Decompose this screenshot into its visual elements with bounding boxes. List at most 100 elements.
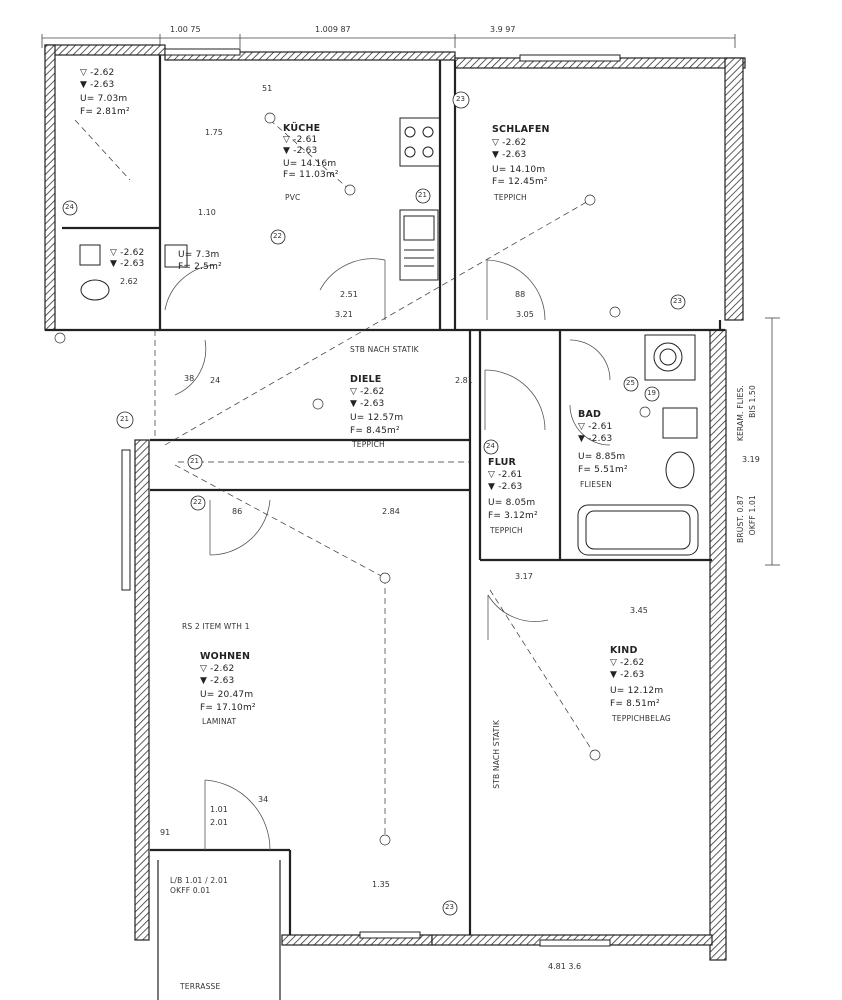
kind-level-2: ▼ -2.63 bbox=[610, 670, 645, 680]
note-wohnen-wall: RS 2 ITEM WTH 1 bbox=[182, 622, 250, 631]
fixtures bbox=[79, 117, 699, 556]
dim-3-21: 3.21 bbox=[335, 310, 353, 319]
dim-1-35: 1.35 bbox=[372, 880, 390, 889]
top-dim-2: 1.009 87 bbox=[315, 25, 351, 34]
door-swings bbox=[164, 258, 611, 851]
wc-perimeter: U= 7.3m bbox=[178, 250, 220, 260]
note-right-1: BRÜST. 0.87 bbox=[736, 495, 745, 543]
kuche-level-1: ▽ -2.61 bbox=[283, 135, 318, 145]
note-right-4: BIS 1.50 bbox=[748, 385, 757, 418]
kind-floor: TEPPICHBELAG bbox=[612, 714, 671, 723]
dim-2-84: 2.84 bbox=[382, 507, 400, 516]
bottom-dim: 4.81 3.6 bbox=[548, 962, 582, 971]
diele-level-2: ▼ -2.63 bbox=[350, 399, 385, 409]
dim-2-81: 2.81 bbox=[455, 376, 473, 385]
schlafen-perimeter: U= 14.10m bbox=[492, 165, 546, 175]
kuche-level-2: ▼ -2.63 bbox=[283, 146, 318, 156]
flur-perimeter: U= 8.05m bbox=[488, 498, 536, 508]
marker-label-4: 22 bbox=[273, 232, 282, 240]
bad2-perimeter: U= 8.85m bbox=[578, 452, 626, 462]
note-right-2: OKFF 1.01 bbox=[748, 495, 757, 536]
bad-area: F= 2.81m² bbox=[80, 107, 130, 117]
note-glass-door-2: OKFF 0.01 bbox=[170, 886, 211, 895]
flur-level-2: ▼ -2.63 bbox=[488, 482, 523, 492]
note-diele-wall: STB NACH STATIK bbox=[350, 345, 419, 354]
dim-88: 88 bbox=[515, 290, 526, 299]
marker-label-7: 21 bbox=[120, 415, 129, 423]
marker-label-9: 22 bbox=[193, 498, 202, 506]
bad2-level-2: ▼ -2.63 bbox=[578, 434, 613, 444]
dim-2-51: 2.51 bbox=[340, 290, 358, 299]
electrical-lines bbox=[74, 119, 596, 840]
flur-level-1: ▽ -2.61 bbox=[488, 470, 523, 480]
room-name-kind: KIND bbox=[610, 645, 638, 656]
flur-area: F= 3.12m² bbox=[488, 511, 538, 521]
marker-label-2: 21 bbox=[418, 191, 427, 199]
diele-level-1: ▽ -2.62 bbox=[350, 387, 385, 397]
kuche-perimeter: U= 14.16m bbox=[283, 159, 337, 169]
note-kind-wall: STB NACH STATIK bbox=[492, 720, 501, 789]
kuche-area: F= 11.03m² bbox=[283, 170, 339, 180]
wohnen-floor: LAMINAT bbox=[202, 717, 237, 726]
bad2-level-1: ▽ -2.61 bbox=[578, 422, 613, 432]
wc-area: F= 2.5m² bbox=[178, 262, 222, 272]
windows bbox=[121, 48, 621, 947]
kind-perimeter: U= 12.12m bbox=[610, 686, 664, 696]
dim-3-17: 3.17 bbox=[515, 572, 533, 581]
kuche-floor: PVC bbox=[285, 193, 301, 202]
dim-2-62: 2.62 bbox=[120, 277, 138, 286]
bad-level-1: ▽ -2.62 bbox=[80, 68, 115, 78]
marker-label-11: 19 bbox=[647, 389, 656, 397]
top-dim-1: 1.00 75 bbox=[170, 25, 201, 34]
marker-label-6: 25 bbox=[626, 379, 635, 387]
bad-perimeter: U= 7.03m bbox=[80, 94, 128, 104]
marker-label-12: 23 bbox=[445, 903, 454, 911]
kind-level-1: ▽ -2.62 bbox=[610, 658, 645, 668]
interior-walls bbox=[45, 55, 725, 935]
dim-2-01: 2.01 bbox=[210, 818, 228, 827]
dim-1-10: 1.10 bbox=[198, 208, 216, 217]
dim-3-45: 3.45 bbox=[630, 606, 648, 615]
wohnen-perimeter: U= 20.47m bbox=[200, 690, 254, 700]
note-right-3: KERAM. FLIES. bbox=[736, 385, 745, 442]
marker-circles bbox=[62, 91, 686, 916]
wc-level-2: ▼ -2.63 bbox=[110, 259, 145, 269]
marker-label-8: 21 bbox=[190, 457, 199, 465]
dim-1-75: 1.75 bbox=[205, 128, 223, 137]
marker-label-3: 24 bbox=[65, 203, 74, 211]
dim-86: 86 bbox=[232, 507, 243, 516]
bad2-area: F= 5.51m² bbox=[578, 465, 628, 475]
dim-91: 91 bbox=[160, 828, 171, 837]
diele-area: F= 8.45m² bbox=[350, 426, 400, 436]
dim-24: 24 bbox=[210, 376, 221, 385]
schlafen-level-2: ▼ -2.63 bbox=[492, 150, 527, 160]
right-dimension-line bbox=[765, 317, 780, 566]
dim-3-19: 3.19 bbox=[742, 455, 760, 464]
terrace-outline bbox=[157, 860, 281, 1000]
dim-38: 38 bbox=[184, 374, 195, 383]
room-name-schlafen: SCHLAFEN bbox=[492, 124, 550, 135]
flur-floor: TEPPICH bbox=[490, 526, 523, 535]
wohnen-level-1: ▽ -2.62 bbox=[200, 664, 235, 674]
bad2-floor: FLIESEN bbox=[580, 480, 612, 489]
top-dim-3: 3.9 97 bbox=[490, 25, 516, 34]
note-glass-door-1: L/B 1.01 / 2.01 bbox=[170, 876, 228, 885]
kind-area: F= 8.51m² bbox=[610, 699, 660, 709]
wc-level-1: ▽ -2.62 bbox=[110, 248, 145, 258]
exterior-walls bbox=[44, 44, 746, 961]
dim-3-05: 3.05 bbox=[516, 310, 534, 319]
dim-34: 34 bbox=[258, 795, 269, 804]
wohnen-area: F= 17.10m² bbox=[200, 703, 256, 713]
room-name-diele: DIELE bbox=[350, 374, 382, 385]
bad-level-2: ▼ -2.63 bbox=[80, 80, 115, 90]
marker-label-1: 23 bbox=[456, 95, 465, 103]
schlafen-level-1: ▽ -2.62 bbox=[492, 138, 527, 148]
marker-label-5: 23 bbox=[673, 297, 682, 305]
room-name-wohnen: WOHNEN bbox=[200, 651, 251, 662]
diele-perimeter: U= 12.57m bbox=[350, 413, 404, 423]
schlafen-floor: TEPPICH bbox=[494, 193, 527, 202]
room-name-bad: BAD bbox=[578, 409, 602, 420]
room-name-kuche: KÜCHE bbox=[283, 123, 321, 134]
wohnen-level-2: ▼ -2.63 bbox=[200, 676, 235, 686]
